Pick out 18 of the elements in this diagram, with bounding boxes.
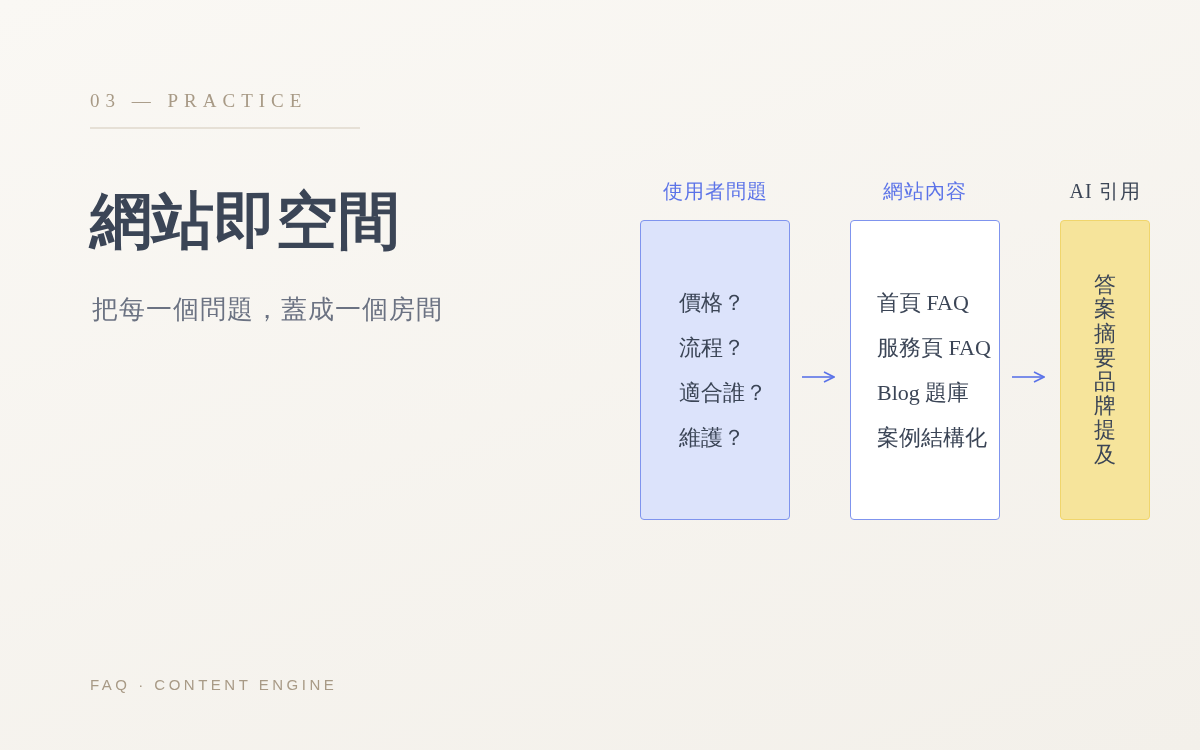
footer-text: FAQ · CONTENT ENGINE xyxy=(90,676,338,693)
list-item: 流程？ xyxy=(679,334,745,362)
arrow xyxy=(1011,371,1045,383)
list-item: 服務頁 FAQ xyxy=(877,334,991,362)
section-kicker: 03 — PRACTICE xyxy=(90,90,308,112)
list-item: Blog 題庫 xyxy=(877,379,970,407)
vertical-text: 答案摘要品牌提及 xyxy=(1094,273,1116,467)
slide-title: 網站即空間 xyxy=(90,186,400,257)
column-heading: 網站內容 xyxy=(883,179,967,204)
column-heading: 使用者問題 xyxy=(662,179,768,204)
list-item: 案例結構化 xyxy=(877,424,987,452)
arrow xyxy=(801,371,835,383)
subtitle: 把每一個問題，蓋成一個房間 xyxy=(92,294,443,326)
list-item: 價格？ xyxy=(679,289,745,317)
list-item: 首頁 FAQ xyxy=(877,289,969,317)
list-item: 適合誰？ xyxy=(679,379,767,407)
column-heading: AI 引用 xyxy=(1069,179,1141,204)
list-item: 維護？ xyxy=(679,424,745,452)
